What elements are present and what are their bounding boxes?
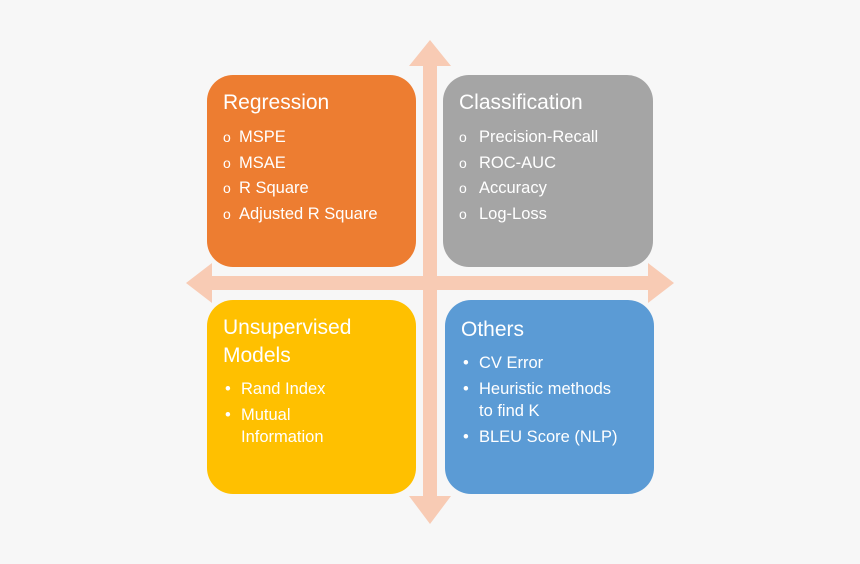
list-item: o Log-Loss — [459, 202, 653, 228]
bullet-icon: • — [225, 380, 231, 398]
unsupervised-title: Unsupervised Models — [223, 316, 352, 367]
circle-bullet-icon: o — [223, 129, 231, 145]
list-item-label: Precision-Recall — [479, 128, 599, 146]
horizontal-double-arrow — [186, 263, 674, 303]
circle-bullet-icon: o — [459, 129, 467, 145]
list-item: o Accuracy — [459, 176, 653, 202]
list-item: o Precision-Recall — [459, 125, 653, 151]
regression-title: Regression — [223, 91, 330, 114]
bullet-icon: • — [463, 354, 469, 372]
list-item: o ROC-AUC — [459, 151, 653, 177]
others-title: Others — [461, 318, 525, 341]
list-item-label: R Square — [239, 179, 309, 197]
list-item-label: BLEU Score (NLP) — [479, 428, 618, 446]
list-item-label: Rand Index — [241, 380, 326, 398]
list-item-label: CV Error — [479, 354, 544, 372]
unsupervised-list: • Rand Index • Mutual Information — [223, 378, 416, 448]
list-item: • BLEU Score (NLP) — [461, 426, 654, 448]
list-item: o MSAE — [223, 151, 416, 177]
list-item: o Adjusted R Square — [223, 202, 416, 228]
others-list: • CV Error • Heuristic methods to find K •… — [461, 352, 654, 448]
arrow-horizontal — [186, 263, 674, 303]
list-item: • Rand Index — [223, 378, 416, 400]
list-item-label: Accuracy — [479, 179, 547, 197]
bullet-icon: • — [463, 428, 469, 446]
list-item-label: Adjusted R Square — [239, 204, 378, 223]
circle-bullet-icon: o — [459, 180, 467, 196]
circle-bullet-icon: o — [459, 205, 467, 222]
list-item-label: MSAE — [239, 153, 286, 172]
list-item: • CV Error — [461, 352, 654, 374]
bullet-icon: • — [225, 406, 231, 424]
list-item-label: MSPE — [239, 128, 286, 146]
circle-bullet-icon: o — [223, 180, 231, 196]
list-item: • Mutual Information — [223, 404, 416, 448]
list-item-label: Log-Loss — [479, 204, 547, 223]
list-item: o R Square — [223, 176, 416, 202]
list-item-label: Mutual Information — [241, 406, 324, 446]
unsupervised-quadrant: Unsupervised Models • Rand Index • Mutual … — [207, 300, 416, 494]
list-item-label: ROC-AUC — [479, 153, 556, 172]
others-quadrant: Others • CV Error • Heuristic methods to f… — [445, 300, 654, 494]
list-item: • Heuristic methods to find K — [461, 378, 654, 422]
list-item-label: Heuristic methods to find K — [479, 380, 612, 420]
bullet-icon: • — [463, 380, 469, 398]
classification-title: Classification — [459, 91, 583, 114]
circle-bullet-icon: o — [223, 205, 231, 222]
circle-bullet-icon: o — [459, 154, 467, 171]
list-item: o MSPE — [223, 125, 416, 151]
circle-bullet-icon: o — [223, 154, 231, 171]
